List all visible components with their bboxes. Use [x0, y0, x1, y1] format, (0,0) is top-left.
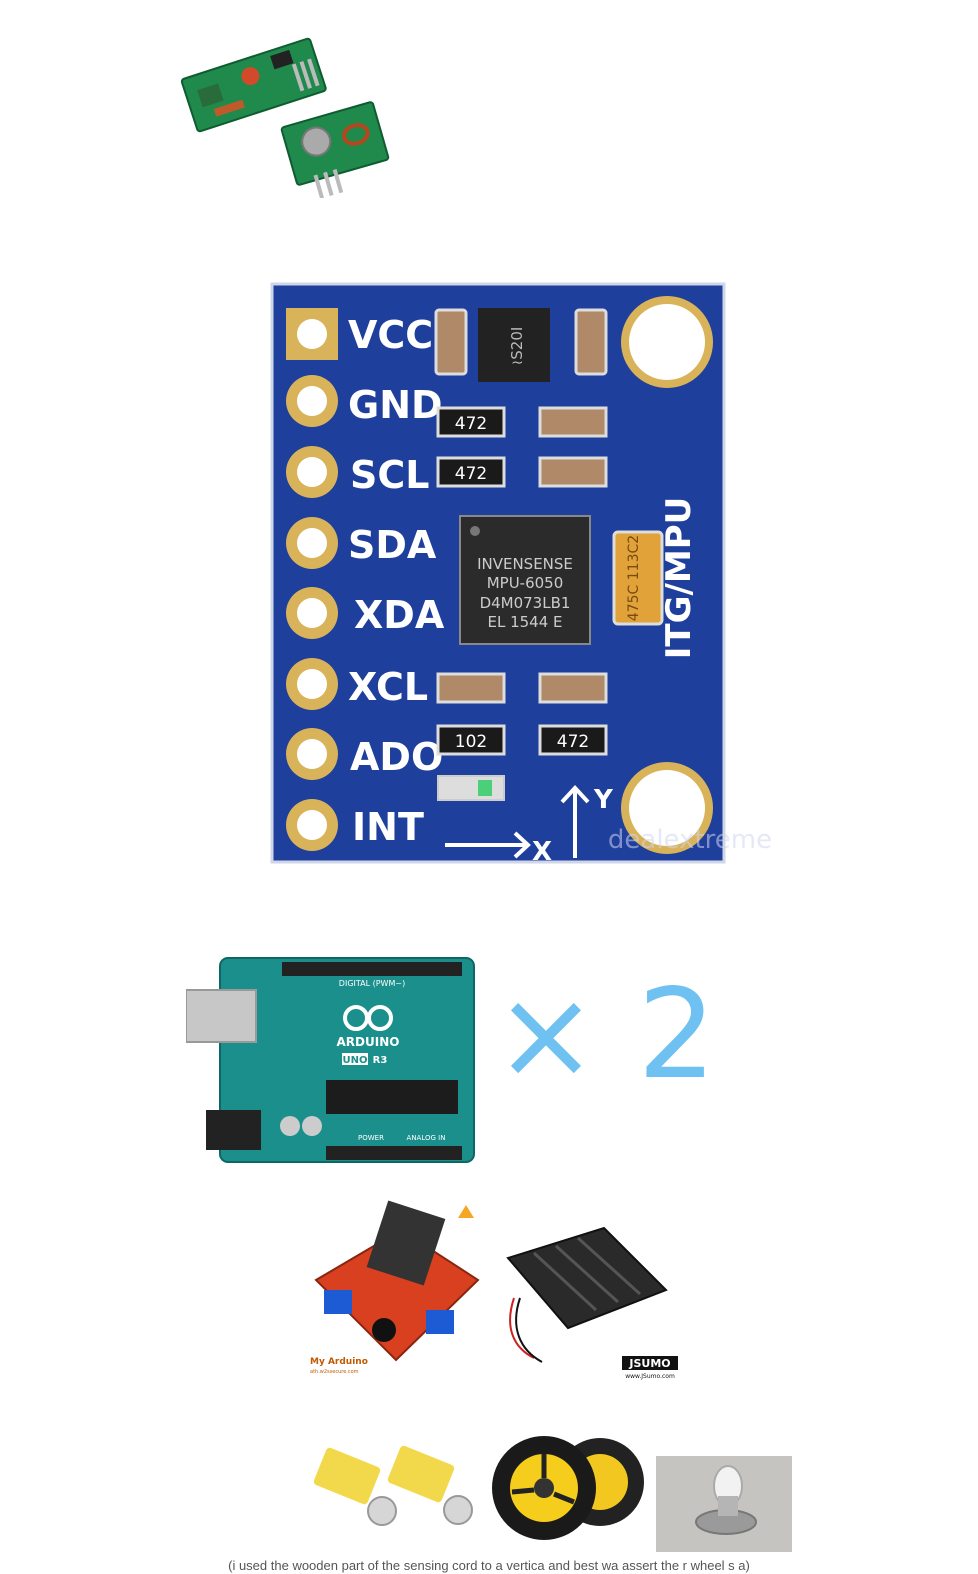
driver-logo-sub: ath.w2ssecure.com	[310, 1369, 359, 1375]
watermark: dealextreme	[608, 825, 772, 855]
capacitor	[574, 308, 608, 376]
resistor	[436, 456, 506, 488]
terminal-block	[324, 1290, 352, 1314]
terminal-block	[426, 1310, 454, 1334]
gear-motor	[313, 1447, 397, 1526]
resistor-mark: 472	[455, 464, 487, 484]
brand-logo-icon	[458, 1205, 474, 1218]
battery-logo-sub: www.JSumo.com	[625, 1373, 675, 1380]
arduino-rev: R3	[373, 1055, 388, 1066]
battery-logo-text: JSUMO	[628, 1357, 670, 1370]
arduino-logo-icon	[343, 1005, 393, 1031]
pin-label-ado: ADO	[350, 735, 443, 779]
power-jack	[206, 1110, 261, 1150]
rf-module-pair-image	[180, 37, 390, 198]
quantity-note: × 2	[494, 963, 717, 1107]
chip-line: EL 1544 E	[487, 613, 562, 631]
driver-logo-text: My Arduino	[310, 1357, 368, 1367]
caster-wheel-image	[656, 1456, 792, 1552]
capacitor	[436, 672, 506, 704]
pin-label-vcc: VCC	[348, 313, 433, 357]
battery-case	[506, 1226, 668, 1330]
resistor-mark: 472	[455, 414, 487, 434]
capacitor	[538, 672, 608, 704]
image-caption: (i used the wooden part of the sensing c…	[228, 1558, 750, 1573]
axis-x-label: X	[532, 837, 552, 867]
wheels-image	[492, 1436, 644, 1540]
mpu6050-chip: INVENSENSE MPU-6050 D4M073LB1 EL 1544 E	[459, 515, 591, 645]
axis-y-label: Y	[593, 785, 614, 815]
resistor-mark: 472	[557, 732, 589, 752]
capacitor	[538, 406, 608, 438]
voltage-regulator	[478, 308, 550, 382]
led	[437, 775, 505, 801]
header-digital-label: DIGITAL (PWM~)	[339, 979, 405, 988]
mpu6050-board-image: VCC GND SCL SDA XDA XCL ADO INT ≀S20I 47…	[270, 282, 772, 867]
atmega-chip	[326, 1080, 458, 1114]
resistor	[538, 724, 608, 756]
capacitor	[538, 456, 608, 488]
gear-motors-image	[313, 1445, 473, 1526]
axis-indicator	[445, 785, 590, 859]
resistor-mark: 102	[455, 732, 487, 752]
arduino-model: UNO	[343, 1055, 368, 1066]
chip-line: D4M073LB1	[480, 594, 571, 612]
heatsink	[366, 1200, 446, 1286]
tantalum-capacitor	[612, 530, 664, 626]
rf-transmitter-module	[280, 101, 390, 198]
regulator-mark: ≀S20I	[508, 327, 526, 366]
pin-label-sda: SDA	[348, 523, 437, 567]
pin-label-xcl: XCL	[348, 665, 428, 709]
header-power-label: POWER	[358, 1134, 384, 1142]
pin-label-scl: SCL	[350, 453, 429, 497]
pin-label-int: INT	[352, 805, 424, 849]
board-side-label: ITG/MPU	[659, 497, 699, 660]
wire-black	[515, 1297, 543, 1363]
resistor	[436, 724, 506, 756]
header-analog-label: ANALOG IN	[407, 1134, 446, 1142]
chip-line: INVENSENSE	[477, 555, 573, 573]
driver-board	[314, 1228, 480, 1362]
usb-port	[186, 989, 257, 1043]
pin-header	[286, 308, 338, 851]
tantalum-mark: 475C 113C2	[626, 535, 642, 621]
battery-holder-image: JSUMO www.JSumo.com	[506, 1226, 678, 1380]
resistor	[436, 406, 506, 438]
motor-driver-image: My Arduino ath.w2ssecure.com	[310, 1200, 480, 1375]
gear-motor	[387, 1445, 473, 1525]
wheel	[492, 1436, 596, 1540]
rf-receiver-module	[180, 37, 327, 133]
chip-line: MPU-6050	[487, 574, 564, 592]
arduino-uno-image: DIGITAL (PWM~) ARDUINO UNO R3 POWER ANAL…	[186, 957, 475, 1163]
pin-label-xda: XDA	[354, 593, 445, 637]
pin-labels: VCC GND SCL SDA XDA XCL ADO INT	[348, 313, 445, 849]
capacitor	[434, 308, 468, 376]
analog-header	[326, 1146, 462, 1160]
digital-header	[282, 962, 462, 976]
wire-red	[509, 1297, 535, 1359]
pin-label-gnd: GND	[348, 383, 443, 427]
arduino-brand: ARDUINO	[337, 1035, 400, 1049]
